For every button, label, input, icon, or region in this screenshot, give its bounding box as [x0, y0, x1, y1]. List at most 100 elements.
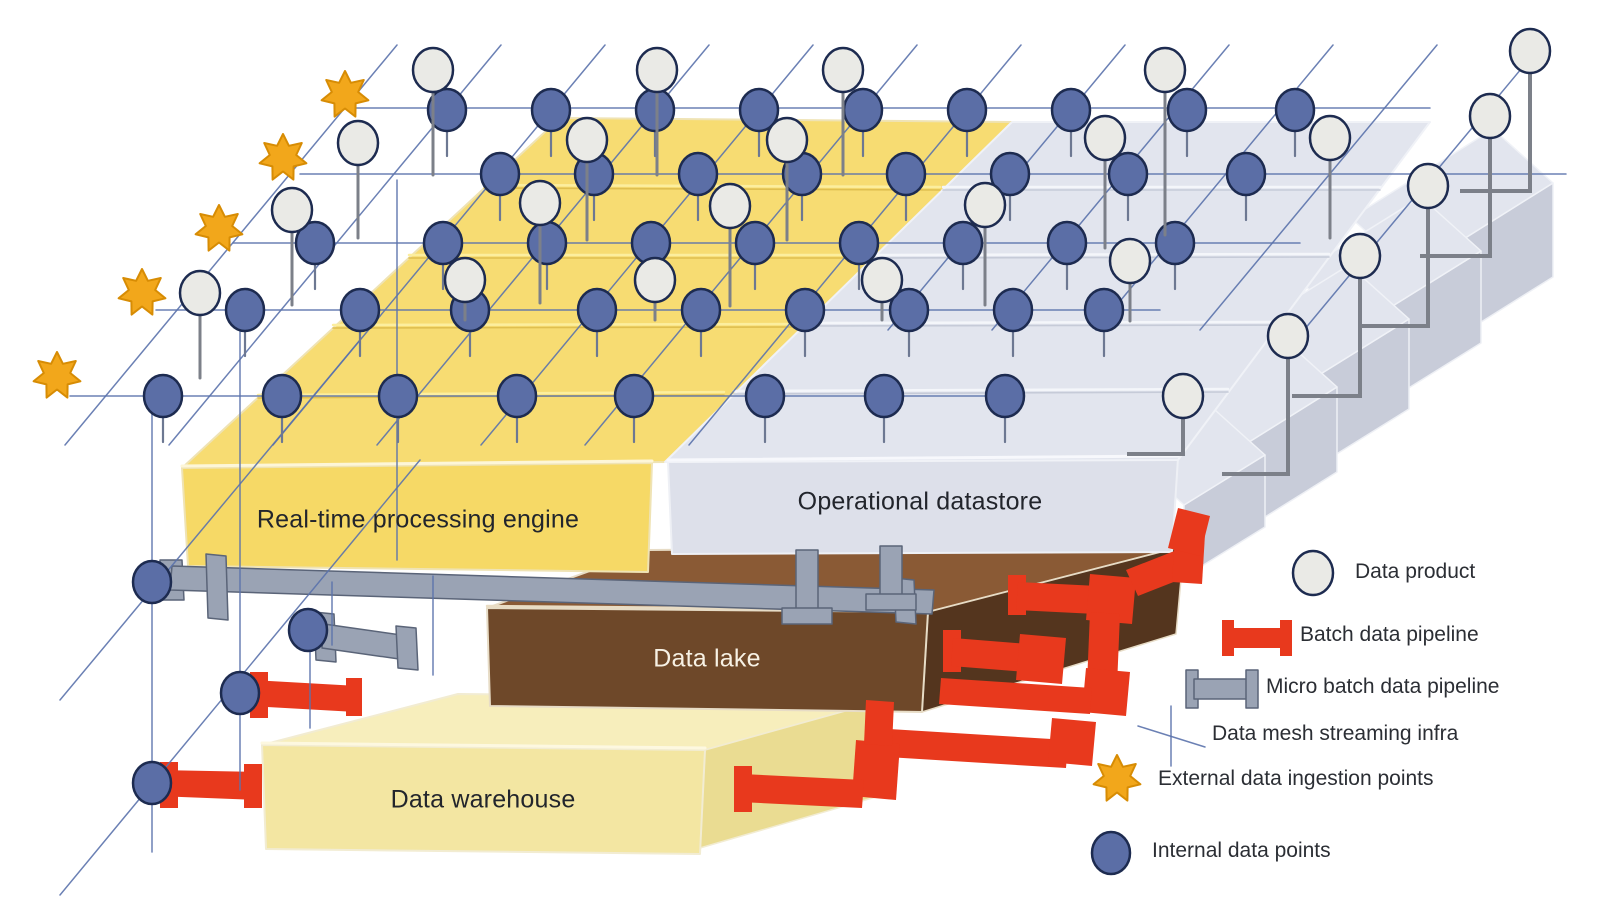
- internal-data-point-icon: [422, 220, 464, 266]
- batch-pipe-segment: [346, 678, 362, 716]
- datastore-top: [664, 121, 1431, 463]
- internal-data-point-icon: [888, 287, 930, 333]
- data-product-icon: [518, 179, 562, 227]
- batch-pipe-segment: [244, 764, 262, 808]
- batch-pipe-segment: [939, 678, 1092, 714]
- data-product-icon: [1083, 114, 1127, 162]
- internal-data-point-icon: [1274, 87, 1316, 133]
- realtime-engine-front: [181, 462, 653, 573]
- internal-data-point-icon: [1050, 87, 1092, 133]
- data-product-elbow-stem: [1420, 116, 1492, 258]
- internal-data-point-icon: [946, 87, 988, 133]
- internal-data-point-icon: [219, 670, 261, 716]
- data-product-elbow-stem: [1460, 51, 1532, 193]
- data-lake-front: [486, 607, 929, 713]
- external-data-ingestion-icon: [32, 351, 82, 399]
- data-warehouse-front: [261, 744, 706, 855]
- slab-edge: [802, 320, 1281, 325]
- data-product-icon: [1468, 92, 1512, 140]
- datastore-support-foot: [865, 593, 917, 611]
- batch-pipe-segment: [864, 700, 894, 746]
- internal-data-point-icon: [1107, 151, 1149, 197]
- internal-data-point-icon: [576, 287, 618, 333]
- datastore-support-post: [879, 545, 903, 597]
- batch-pipe-segment: [852, 740, 900, 800]
- mesh-line: [1199, 44, 1438, 331]
- internal-data-point-icon: [838, 220, 880, 266]
- batch-pipe-segment: [1016, 582, 1098, 614]
- data-product-icon: [765, 116, 809, 164]
- internal-data-point-icon: [339, 287, 381, 333]
- data-product-icon: [443, 256, 487, 304]
- micro-batch-pipe-segment: [205, 553, 229, 621]
- internal-data-point-icon: [1046, 220, 1088, 266]
- legend-micro-batch-pipe: [1193, 678, 1251, 700]
- data-product-icon: [1291, 549, 1335, 597]
- slab-label-operational-datastore: Operational datastore: [797, 487, 1043, 516]
- data-product-icon: [963, 181, 1007, 229]
- internal-data-point-icon: [479, 151, 521, 197]
- internal-data-point-icon: [744, 373, 786, 419]
- batch-pipe-segment: [870, 728, 1068, 768]
- data-product-icon: [821, 46, 865, 94]
- internal-data-point-icon: [942, 220, 984, 266]
- batch-pipe-segment: [1048, 718, 1096, 766]
- data-product-icon: [633, 256, 677, 304]
- internal-data-point-icon: [496, 373, 538, 419]
- slab-edge: [732, 387, 1230, 393]
- internal-data-point-icon: [1090, 830, 1132, 876]
- slab-label-data-lake: Data lake: [653, 644, 761, 673]
- data-product-icon: [635, 46, 679, 94]
- micro-batch-pipe-segment: [395, 625, 419, 671]
- legend-label-data-mesh-streaming-infra: Data mesh streaming infra: [1212, 722, 1459, 745]
- legend-label-micro-batch-data-pipeline: Micro batch data pipeline: [1266, 675, 1500, 698]
- internal-data-point-icon: [734, 220, 776, 266]
- data-product-icon: [1108, 237, 1152, 285]
- internal-data-point-icon: [377, 373, 419, 419]
- data-product-icon: [565, 116, 609, 164]
- batch-pipe-segment: [1086, 574, 1136, 624]
- data-product-icon: [860, 256, 904, 304]
- batch-pipe-segment: [250, 680, 358, 712]
- internal-data-point-icon: [680, 287, 722, 333]
- external-data-ingestion-icon: [194, 204, 244, 252]
- slab-label-data-warehouse: Data warehouse: [390, 785, 576, 814]
- data-product-icon: [1143, 46, 1187, 94]
- internal-data-point-icon: [784, 287, 826, 333]
- slab-edge: [803, 324, 1280, 327]
- batch-pipe-segment: [740, 774, 864, 808]
- slab-edge: [733, 391, 1229, 395]
- data-product-icon: [411, 46, 455, 94]
- data-product-icon: [708, 182, 752, 230]
- slab-edge: [331, 322, 798, 327]
- internal-data-point-icon: [526, 220, 568, 266]
- internal-data-point-icon: [992, 287, 1034, 333]
- batch-pipe-segment: [1082, 668, 1130, 716]
- batch-pipe-segment: [734, 766, 752, 812]
- internal-data-point-icon: [294, 220, 336, 266]
- batch-pipe-segment: [1168, 508, 1210, 556]
- internal-data-point-icon: [1225, 151, 1267, 197]
- internal-data-point-icon: [1166, 87, 1208, 133]
- internal-data-point-icon: [984, 373, 1026, 419]
- legend-batch-pipe: [1280, 620, 1292, 656]
- legend-label-data-product: Data product: [1355, 560, 1476, 583]
- internal-data-point-icon: [287, 607, 329, 653]
- internal-data-point-icon: [224, 287, 266, 333]
- batch-pipe-segment: [951, 638, 1028, 672]
- batch-pipe-segment: [1016, 634, 1066, 684]
- slab-edge: [332, 326, 797, 329]
- data-product-icon: [336, 119, 380, 167]
- data-product-icon: [1338, 232, 1382, 280]
- internal-data-point-icon: [426, 87, 468, 133]
- internal-data-point-icon: [885, 151, 927, 197]
- internal-data-point-icon: [1154, 220, 1196, 266]
- legend-batch-pipe: [1230, 628, 1284, 648]
- mesh-line: [1137, 725, 1206, 748]
- slab-edge: [260, 741, 707, 750]
- internal-data-point-icon: [613, 373, 655, 419]
- internal-data-point-icon: [738, 87, 780, 133]
- internal-data-point-icon: [677, 151, 719, 197]
